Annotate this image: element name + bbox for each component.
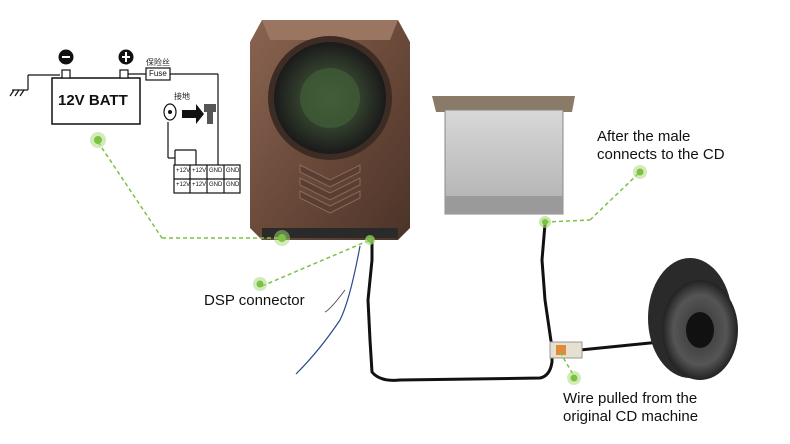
fuse-cn-label: 保险丝: [146, 58, 170, 67]
callout-dsp-connector: DSP connector: [204, 292, 305, 309]
terminal-cell: +12V: [176, 182, 191, 188]
ground-cn-label: 接地: [174, 92, 190, 101]
callout-after-male-line2: connects to the CD: [597, 146, 725, 163]
terminal-cell: GND: [226, 182, 240, 188]
terminal-cell: +12V: [176, 168, 191, 174]
subwoofer-image: [250, 20, 410, 240]
terminal-cell: GND: [209, 182, 223, 188]
callout-wire-line1: Wire pulled from the: [563, 390, 698, 407]
terminal-cell: +12V: [192, 182, 207, 188]
callout-wire-line2: original CD machine: [563, 408, 699, 425]
battery-box: [51, 49, 141, 125]
callout-dots: [90, 132, 647, 385]
ground-lug-icon: [163, 103, 216, 124]
battery-label: 12V BATT: [58, 92, 128, 109]
callout-after-male-line1: After the male: [597, 128, 691, 145]
speaker-image: [648, 258, 738, 380]
terminal-cell: GND: [226, 168, 240, 174]
terminal-cell: GND: [209, 168, 223, 174]
cd-unit-image: [432, 96, 575, 215]
fuse-label: Fuse: [149, 69, 167, 78]
ground-symbol: [9, 74, 60, 97]
terminal-cell: +12V: [192, 168, 207, 174]
